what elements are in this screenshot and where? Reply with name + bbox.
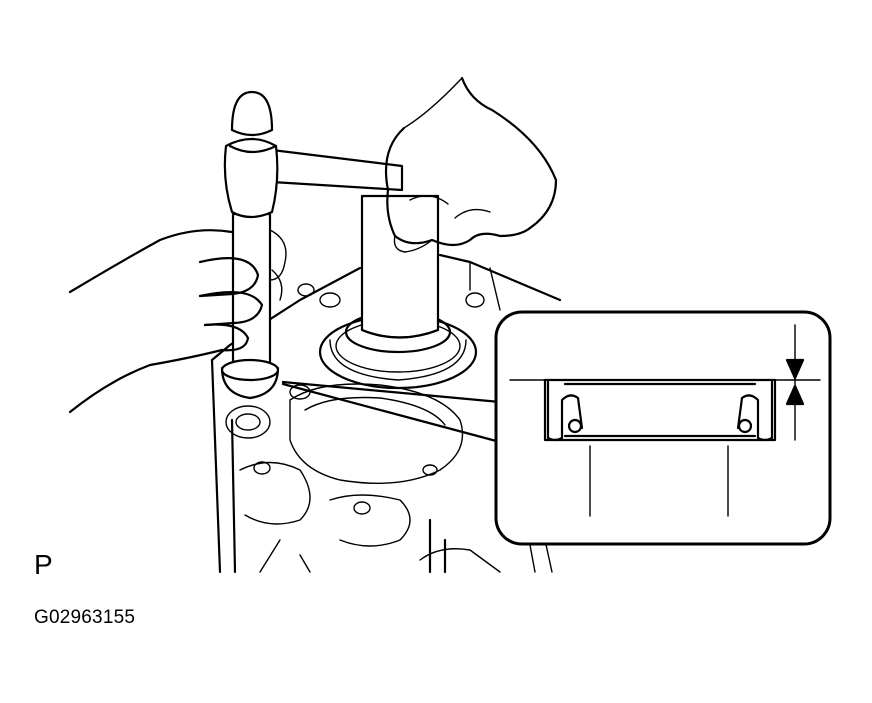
right-hand	[384, 76, 558, 253]
view-label: P	[34, 549, 53, 580]
left-hand	[68, 229, 287, 414]
figure-code: G02963155	[34, 607, 136, 628]
seal-detail-inset	[494, 310, 832, 546]
seal-installer-tool	[360, 194, 440, 339]
callout-leader-lines	[281, 380, 502, 444]
